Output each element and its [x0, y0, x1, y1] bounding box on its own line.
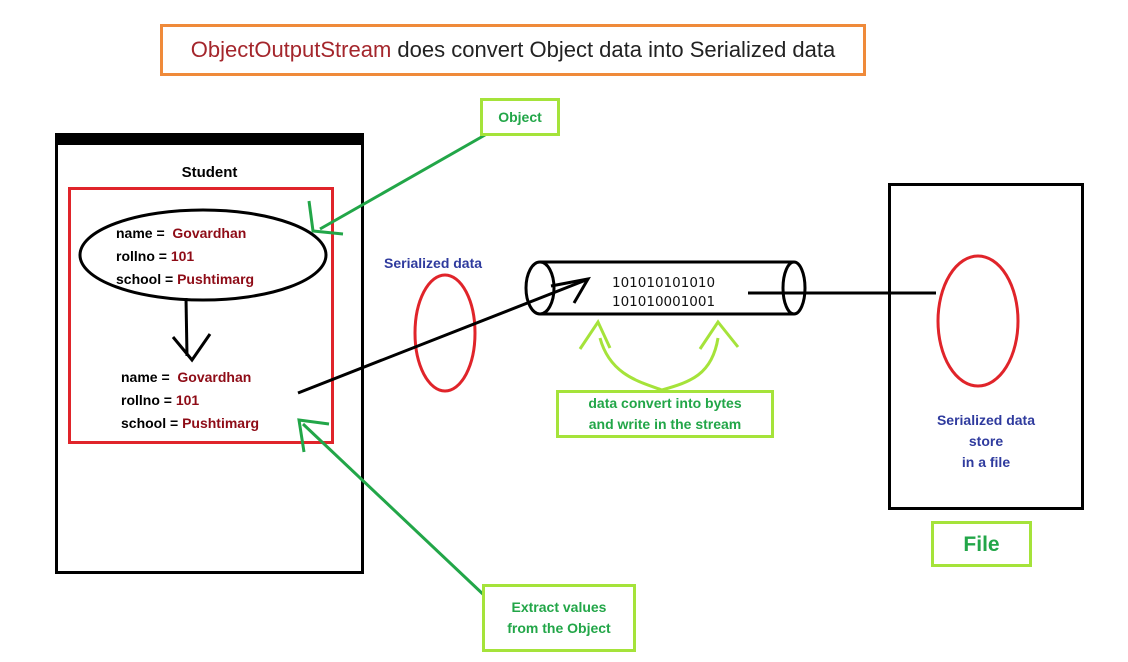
convert-bracket-left-head [578, 318, 612, 350]
file-panel [888, 183, 1084, 510]
stream-bits: 101010101010 101010001001 [612, 274, 715, 312]
stream-bits-line1: 101010101010 [612, 275, 716, 291]
object-ellipse [78, 208, 328, 302]
object-name-row: name = Govardhan [116, 225, 247, 241]
file-store-line3: in a file [961, 454, 1011, 470]
file-store-line1: Serialized data [936, 412, 1036, 428]
object-label-box: Object [480, 98, 560, 136]
values-to-stream-arrow-head [550, 276, 591, 304]
object-fields: name = Govardhan rollno = 101 school = P… [116, 222, 254, 291]
object-pointer-arrow-head [307, 200, 344, 236]
serialized-data-label: Serialized data [384, 255, 483, 271]
convert-label-line1: data convert into bytes [588, 395, 742, 411]
file-store-label: Serialized data store in a file [888, 410, 1084, 473]
object-school-row: school = Pushtimarg [116, 271, 255, 287]
student-panel [55, 133, 364, 574]
extract-pointer-arrow [301, 422, 488, 599]
object-pointer-arrow [319, 129, 493, 231]
down-arrow-head [171, 333, 212, 363]
file-store-line2: store [968, 433, 1004, 449]
extracted-school-row: school = Pushtimarg [121, 415, 260, 431]
extract-label-box: Extract values from the Object [482, 584, 636, 652]
extracted-rollno-row: rollno = 101 [121, 392, 200, 408]
extracted-name-row: name = Govardhan [121, 369, 252, 385]
serialized-data-ellipse [413, 273, 477, 393]
student-panel-header-bar [55, 133, 364, 145]
title-box: ObjectOutputStream does convert Object d… [160, 24, 866, 76]
down-arrow [184, 297, 189, 357]
student-title: Student [181, 164, 238, 181]
convert-bracket-right-head [698, 319, 740, 350]
stream-bits-line2: 101010001001 [612, 294, 716, 310]
extracted-fields: name = Govardhan rollno = 101 school = P… [121, 366, 259, 435]
file-data-ellipse [936, 254, 1020, 388]
file-label-box: File [931, 521, 1032, 567]
student-object-frame [68, 187, 334, 444]
title-highlight: ObjectOutputStream [190, 37, 392, 62]
extract-pointer-arrow-head [297, 418, 330, 453]
convert-label-box: data convert into bytes and write in the… [556, 390, 774, 438]
object-rollno-row: rollno = 101 [116, 248, 195, 264]
values-to-stream-arrow [297, 278, 587, 395]
extract-label-line1: Extract values [511, 599, 607, 615]
convert-bracket [598, 337, 720, 392]
convert-label-line2: and write in the stream [588, 416, 742, 432]
stream-cylinder [524, 260, 807, 316]
extract-label-line2: from the Object [507, 620, 611, 636]
title-text: does convert Object data into Serialized… [391, 37, 836, 62]
